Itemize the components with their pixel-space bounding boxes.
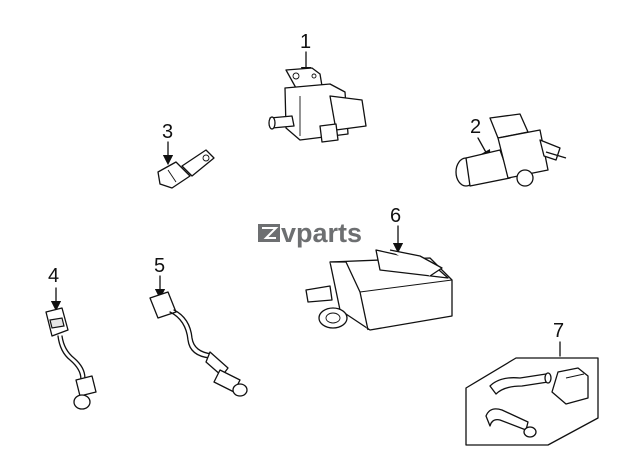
- callout-number-6: 6: [390, 205, 401, 227]
- watermark-text: vparts: [281, 218, 362, 248]
- callout-number-2: 2: [470, 116, 481, 138]
- part-4-oxygen-sensor[interactable]: 4: [45, 265, 97, 410]
- part-5-oxygen-sensor[interactable]: 5: [149, 255, 248, 397]
- watermark-logo: vparts: [258, 218, 362, 248]
- part-3-sensor-bracket[interactable]: 3: [157, 121, 215, 189]
- callout-number-7: 7: [553, 320, 564, 342]
- callout-number-1: 1: [300, 31, 311, 53]
- callout-number-3: 3: [162, 121, 173, 143]
- callout-number-4: 4: [48, 265, 59, 287]
- part-6-charcoal-canister[interactable]: 6: [305, 205, 453, 331]
- part-1-vacuum-valve[interactable]: 1: [268, 31, 367, 143]
- part-7-hose-kit[interactable]: 7: [465, 320, 599, 446]
- logo-mark-icon: [258, 224, 280, 242]
- callout-number-5: 5: [154, 255, 165, 277]
- part-2-solenoid-valve[interactable]: 2: [455, 113, 567, 187]
